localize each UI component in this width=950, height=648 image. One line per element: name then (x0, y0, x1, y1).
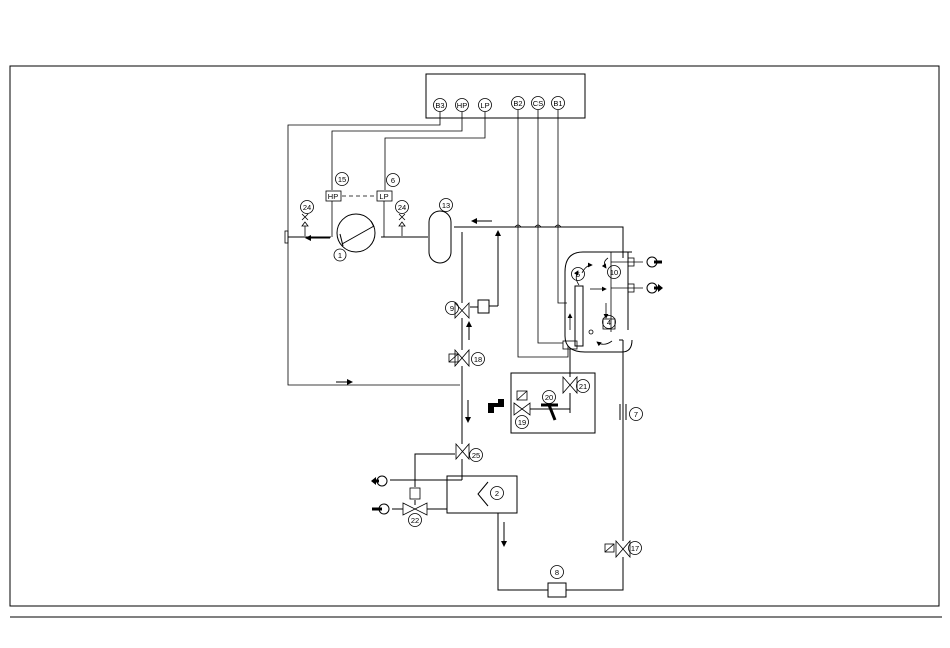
condenser: 2 (447, 476, 517, 513)
evaporator-plate (575, 286, 583, 346)
label-17: 17 (631, 544, 639, 553)
valve-9: 9 (446, 302, 470, 319)
evaporator-unit: 5 4 (563, 252, 632, 352)
access-valve-left: 24 (301, 201, 314, 237)
filter-drier: 8 (548, 566, 566, 598)
hp-switch-label: HP (328, 192, 338, 201)
lp-switch-label: LP (379, 192, 388, 201)
label-18: 18 (474, 355, 482, 364)
solenoid-valve-18: 18 (449, 350, 485, 366)
terminal-b3-label: B3 (435, 101, 444, 110)
label-25: 25 (472, 451, 480, 460)
access-valve-right: 24 (396, 201, 409, 237)
sensor-wires (288, 110, 568, 385)
terminal-cs: CS (532, 97, 545, 110)
liquid-receiver: 13 (429, 199, 453, 264)
terminal-b2-label: B2 (513, 99, 522, 108)
terminal-cs-label: CS (533, 99, 543, 108)
label-10: 10 (610, 268, 618, 277)
hp-switch: HP 15 (326, 173, 349, 238)
label-24-right: 24 (398, 203, 406, 212)
terminal-hp: HP (456, 99, 469, 112)
label-8: 8 (555, 568, 559, 577)
label-1: 1 (338, 251, 342, 260)
valve-9-actuator (478, 300, 489, 313)
compressor: 1 (334, 214, 375, 261)
water-connections-condenser (371, 476, 389, 514)
piping (288, 221, 623, 590)
solenoid-valve-17: 17 (605, 541, 642, 557)
sight-glass: 7 (620, 404, 643, 421)
line-end-cap (285, 231, 288, 243)
label-6: 6 (391, 176, 395, 185)
terminal-b1: B1 (552, 97, 565, 110)
label-4: 4 (607, 318, 611, 327)
controller-terminals: B3 HP LP B2 CS B1 (434, 97, 565, 112)
label-5: 5 (576, 270, 580, 279)
drawing-frame (10, 66, 939, 606)
label-9: 9 (450, 304, 454, 313)
terminal-lp: LP (479, 99, 492, 112)
terminal-lp-label: LP (480, 101, 489, 110)
terminal-hp-label: HP (457, 101, 467, 110)
label-21: 21 (579, 382, 587, 391)
terminal-b3: B3 (434, 99, 447, 112)
terminal-b2: B2 (512, 97, 525, 110)
water-inlet-valve-21: 21 (563, 377, 590, 393)
controller-box (426, 74, 585, 118)
terminal-b1-label: B1 (553, 99, 562, 108)
label-2: 2 (495, 489, 499, 498)
label-22: 22 (411, 516, 419, 525)
connections-10: 10 (608, 257, 664, 293)
water-valve-25: 25 (456, 444, 483, 462)
label-24-left: 24 (303, 203, 311, 212)
label-20: 20 (545, 393, 553, 402)
water-valve-22: 22 (403, 488, 427, 527)
label-19: 19 (518, 418, 526, 427)
label-15: 15 (338, 175, 346, 184)
label-13: 13 (442, 201, 450, 210)
label-7: 7 (634, 410, 638, 419)
